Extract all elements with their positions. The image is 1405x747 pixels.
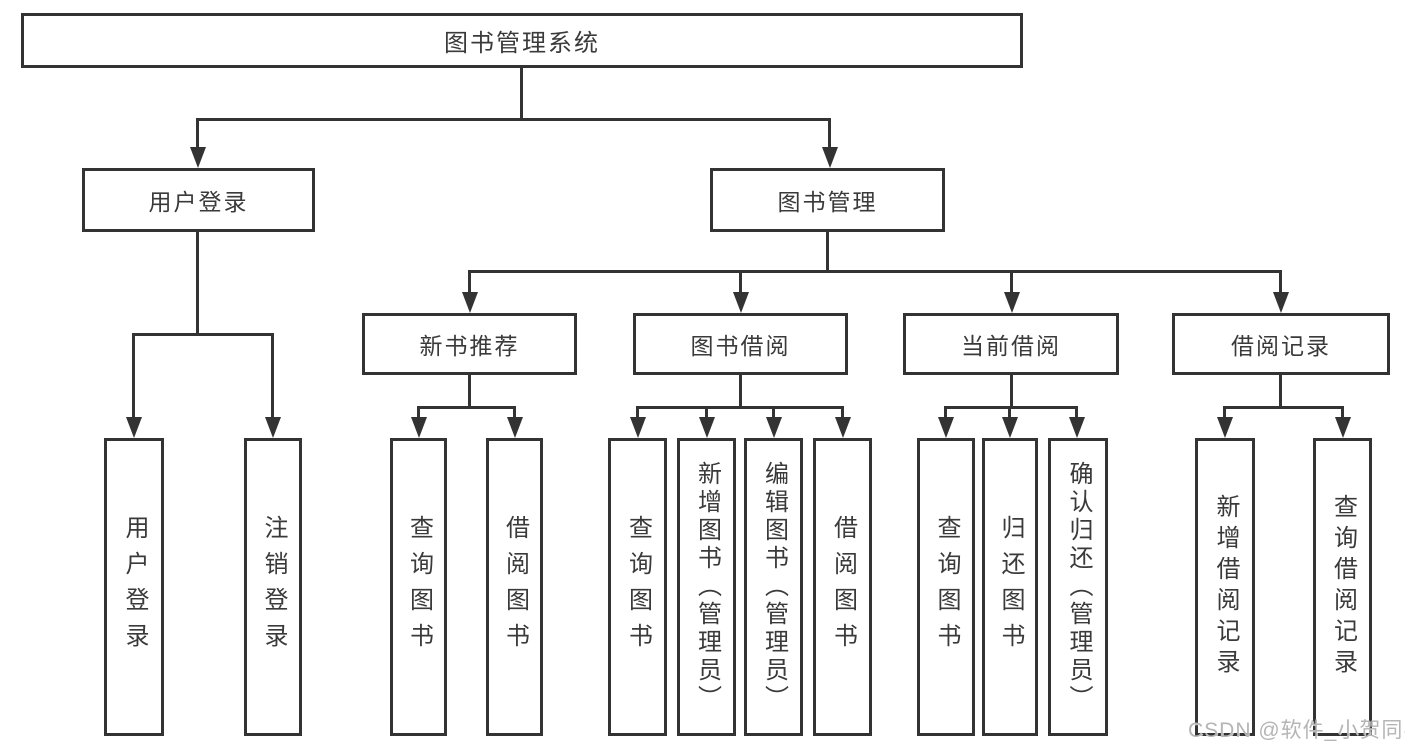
node-leaf-add-borrow-record: 新增借阅记录 [1195,438,1255,736]
node-label: 编辑图书（管理员） [760,461,788,713]
connector-line [468,375,471,409]
connector-line [944,406,1078,409]
connector-line [636,406,844,409]
arrow-down-icon [1002,417,1018,438]
connector-line [1008,406,1011,418]
node-label: 图书管理系统 [444,30,600,57]
node-label: 借阅图书 [501,515,529,659]
node-label: 借阅记录 [1231,333,1331,359]
connector-line [1010,270,1013,292]
connector-line [826,232,829,273]
connector-line [1279,270,1282,292]
node-label: 查询借阅记录 [1329,494,1357,680]
connector-line [513,406,516,418]
node-book-management: 图书管理 [710,168,945,232]
connector-line [468,270,1282,273]
node-label: 新增借阅记录 [1212,494,1239,680]
node-book-borrowing: 图书借阅 [633,313,848,375]
arrow-down-icon [766,417,782,438]
node-leaf-query-borrow-record: 查询借阅记录 [1313,438,1372,736]
connector-line [1075,406,1078,418]
arrow-down-icon [1217,417,1233,438]
node-label: 注销登录 [260,515,287,659]
connector-line [196,118,831,121]
connector-line [1279,375,1282,409]
arrow-down-icon [265,417,281,438]
arrow-down-icon [126,417,142,438]
csdn-watermark: CSDN @软件_小贺同学 [1188,719,1405,742]
node-leaf-add-books-admin: 新增图书（管理员） [677,438,736,736]
connector-line [196,118,199,150]
connector-line [468,270,471,292]
connector-line [1223,406,1226,418]
node-current-borrowing: 当前借阅 [903,313,1119,375]
connector-line [944,406,947,418]
node-borrowing-records: 借阅记录 [1172,313,1390,375]
node-leaf-borrow-query-books: 查询图书 [608,438,667,736]
node-label: 图书管理 [777,189,878,215]
arrow-down-icon [462,292,478,313]
node-label: 新书推荐 [419,333,520,359]
arrow-down-icon [507,417,523,438]
node-leaf-edit-books-admin: 编辑图书（管理员） [744,438,803,736]
node-leaf-user-login: 用户登录 [104,438,164,736]
connector-line [636,406,639,418]
connector-line [520,68,523,121]
connector-line [739,375,742,409]
connector-line [132,333,274,336]
node-user-login: 用户登录 [82,168,315,232]
connector-line [772,406,775,418]
node-leaf-recommend-query-books: 查询图书 [390,438,447,736]
arrow-down-icon [822,147,838,168]
node-label: 归还图书 [997,515,1024,659]
arrow-down-icon [1335,417,1351,438]
arrow-down-icon [1069,417,1085,438]
node-leaf-confirm-return-admin: 确认归还（管理员） [1048,438,1108,736]
node-leaf-return-books: 归还图书 [982,438,1038,736]
connector-line [828,118,831,150]
arrow-down-icon [190,147,206,168]
connector-line [1223,406,1344,409]
node-label: 当前借阅 [961,333,1061,359]
connector-line [132,333,135,418]
node-label: 借阅图书 [829,515,857,659]
node-leaf-current-query-books: 查询图书 [917,438,975,736]
arrow-down-icon [1004,292,1020,313]
arrow-down-icon [835,417,851,438]
connector-line [705,406,708,418]
arrow-down-icon [630,417,646,438]
node-new-book-recommendation: 新书推荐 [362,313,577,375]
node-label: 新增图书（管理员） [693,461,721,713]
node-leaf-borrow-books: 借阅图书 [813,438,872,736]
arrow-down-icon [699,417,715,438]
node-label: 图书借阅 [690,333,791,359]
connector-line [417,406,516,409]
arrow-down-icon [1273,292,1289,313]
node-leaf-recommend-borrow-books: 借阅图书 [486,438,543,736]
arrow-down-icon [938,417,954,438]
connector-line [417,406,420,418]
arrow-down-icon [733,292,749,313]
node-leaf-logout: 注销登录 [244,438,302,736]
connector-line [196,232,199,336]
arrow-down-icon [411,417,427,438]
connector-line [1341,406,1344,418]
node-label: 确认归还（管理员） [1065,461,1092,713]
node-label: 查询图书 [933,515,960,659]
node-label: 查询图书 [624,515,652,659]
node-label: 查询图书 [405,515,433,659]
connector-line [271,333,274,418]
connector-line [841,406,844,418]
node-library-management-system: 图书管理系统 [21,13,1023,68]
connector-line [1010,375,1013,409]
node-label: 用户登录 [148,189,249,215]
node-label: 用户登录 [121,515,148,659]
connector-line [739,270,742,292]
